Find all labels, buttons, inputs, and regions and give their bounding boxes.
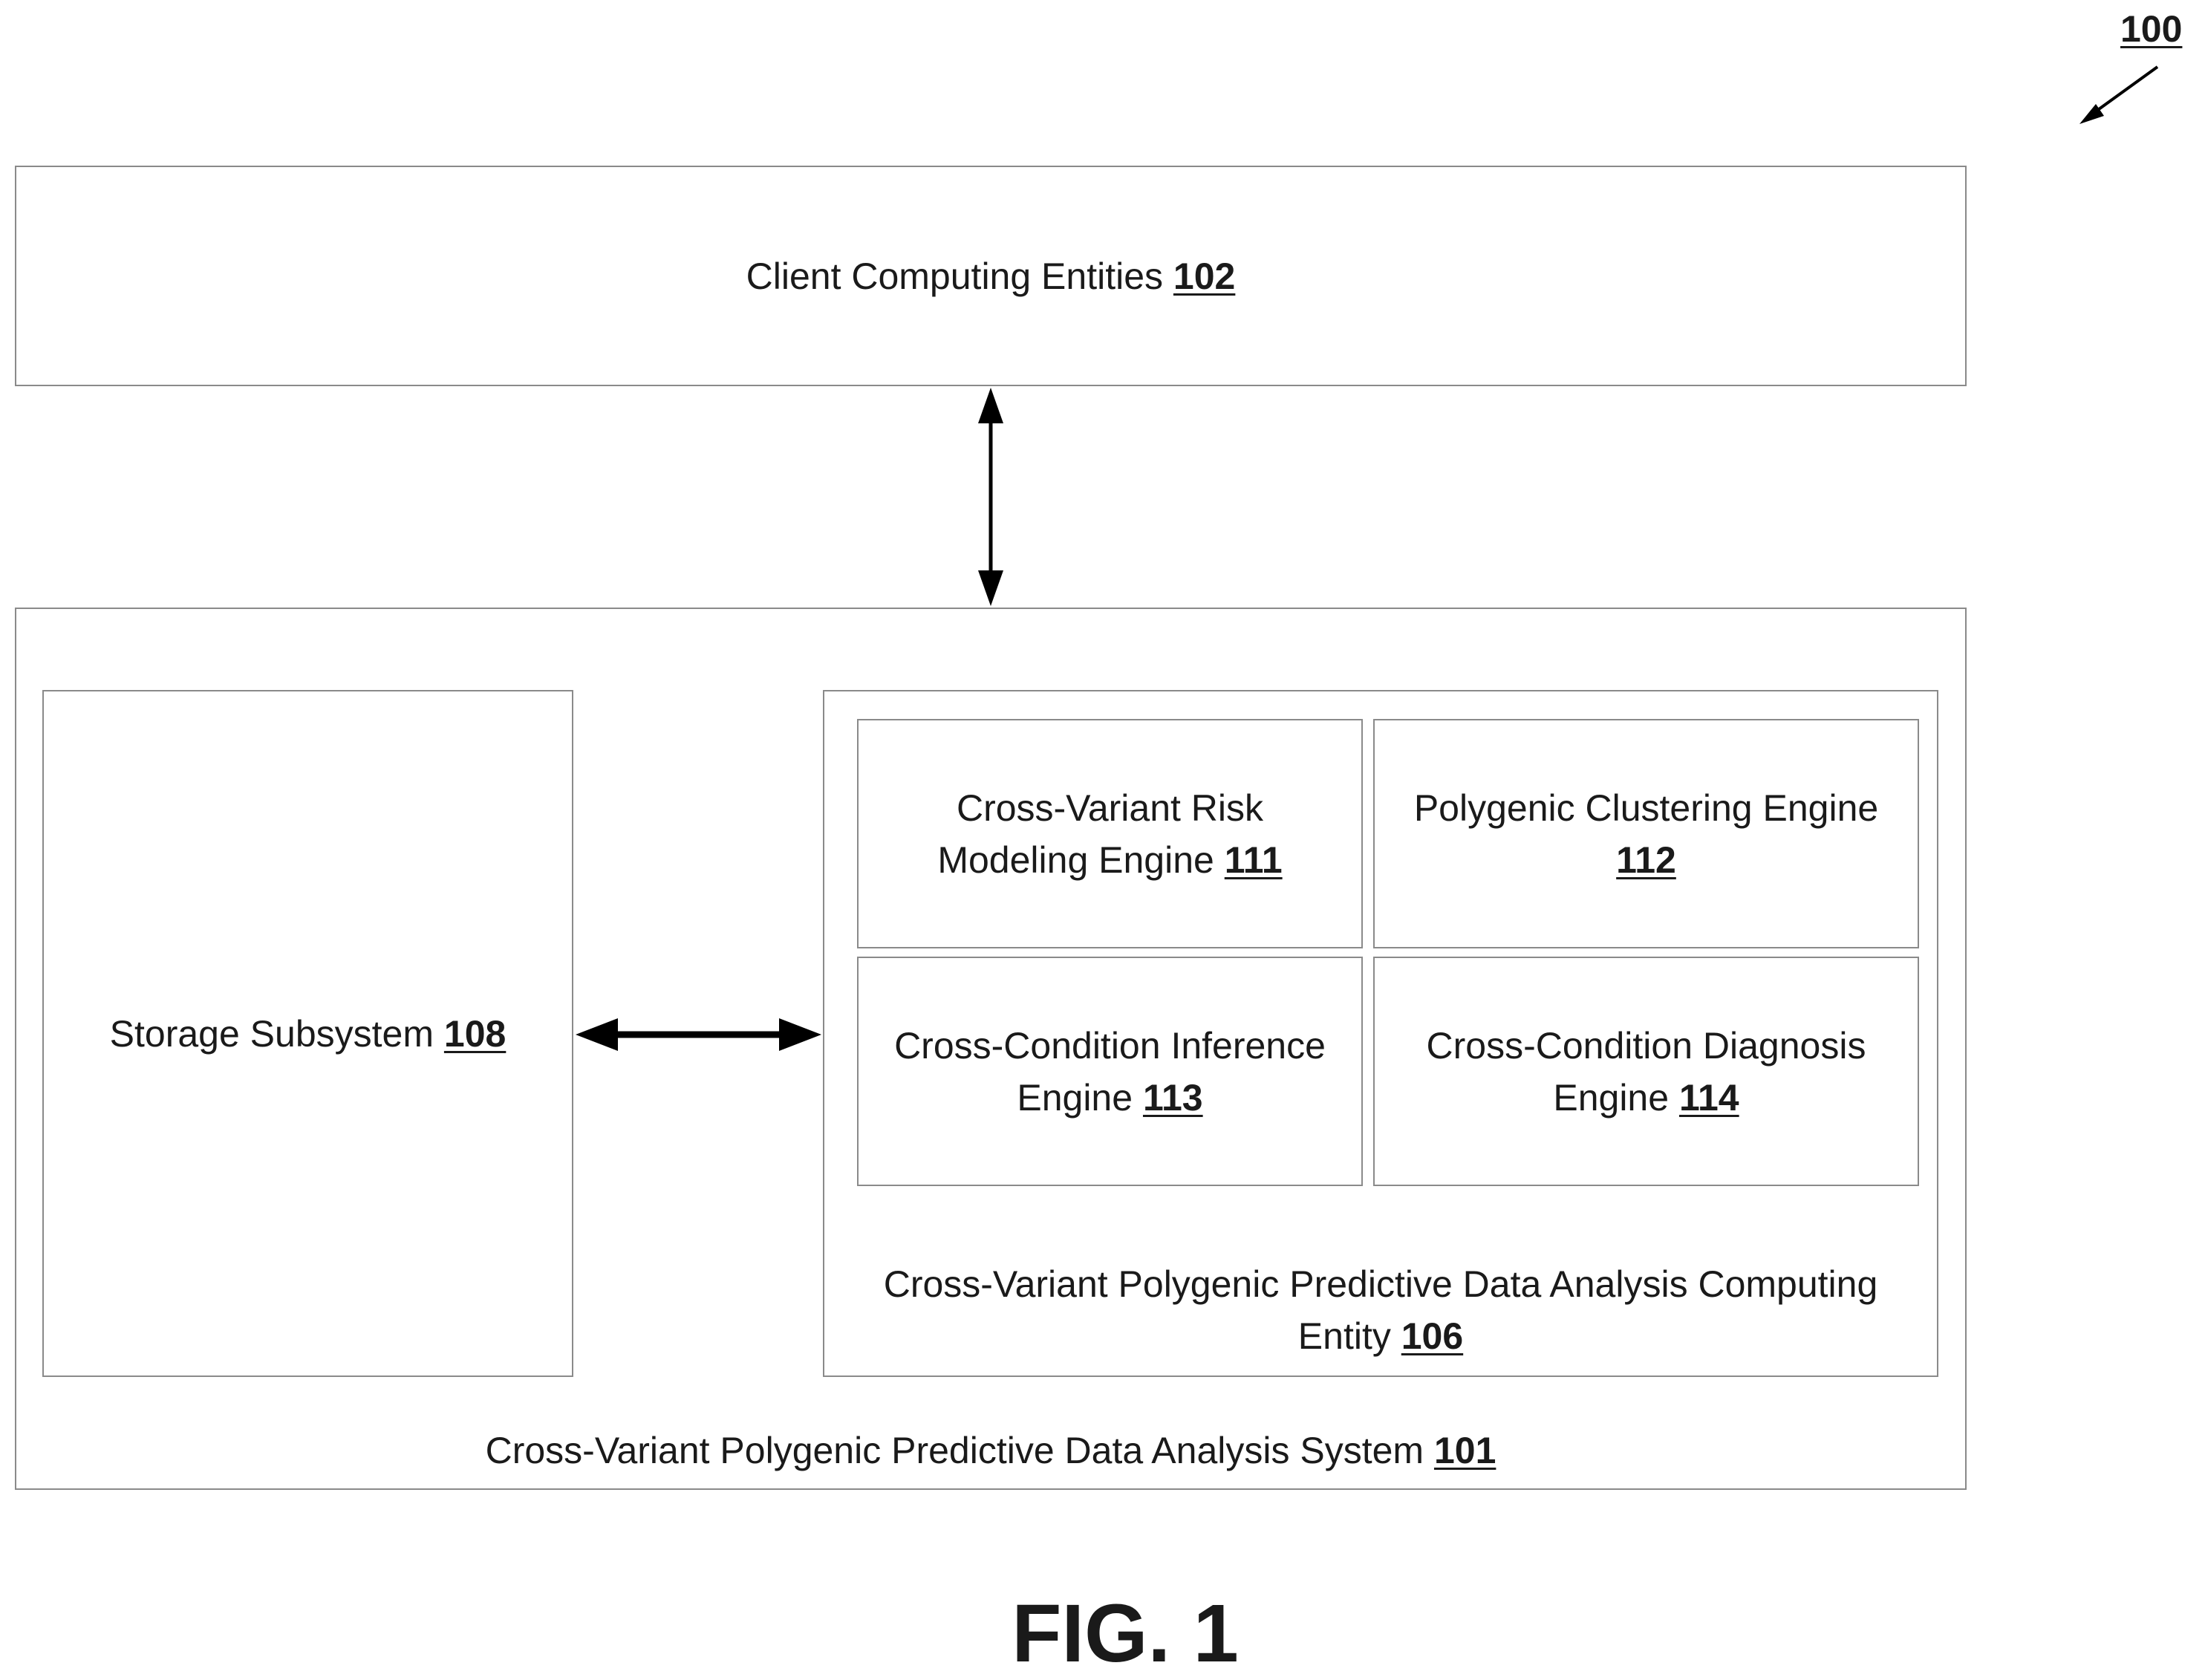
storage-computing-arrow: [576, 1018, 821, 1051]
figure-caption: FIG. 1: [0, 1589, 2205, 1679]
figure-pointer-arrow: [2079, 67, 2157, 124]
client-system-arrow: [978, 388, 1003, 606]
